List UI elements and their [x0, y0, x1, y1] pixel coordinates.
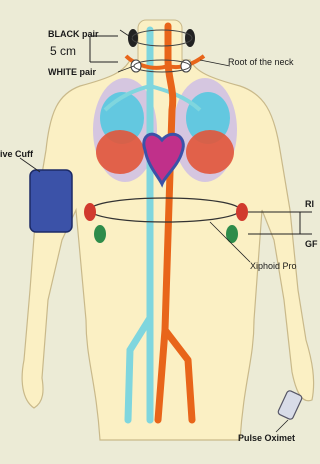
label-spacing: 5 cm: [50, 45, 76, 57]
label-black-pair: BLACK pair: [48, 30, 99, 39]
neck-electrode-left-bottom: [131, 60, 141, 72]
right-electrode-red: [236, 203, 248, 221]
pulse-oximeter: [277, 390, 302, 420]
leader-oximeter: [276, 420, 288, 432]
blood-pressure-cuff: [30, 170, 72, 232]
label-green-cut: GF: [305, 240, 318, 249]
label-right-cut: RI: [305, 200, 314, 209]
spacing-bracket: [90, 36, 118, 62]
label-cuff: ive Cuff: [0, 150, 33, 159]
label-root-of-neck: Root of the neck: [228, 58, 294, 67]
right-lung-red: [186, 130, 234, 174]
left-lung-red: [96, 130, 144, 174]
label-xiphoid: Xiphoid Pro: [250, 262, 297, 271]
leader-root-of-neck: [200, 60, 230, 66]
label-white-pair: WHITE pair: [48, 68, 96, 77]
leader-cuff: [20, 158, 40, 172]
label-pulse-oximeter: Pulse Oximet: [238, 434, 295, 443]
neck-electrode-left-top: [128, 29, 138, 47]
left-electrode-green: [94, 225, 106, 243]
left-electrode-red: [84, 203, 96, 221]
neck-electrode-right-top: [185, 29, 195, 47]
